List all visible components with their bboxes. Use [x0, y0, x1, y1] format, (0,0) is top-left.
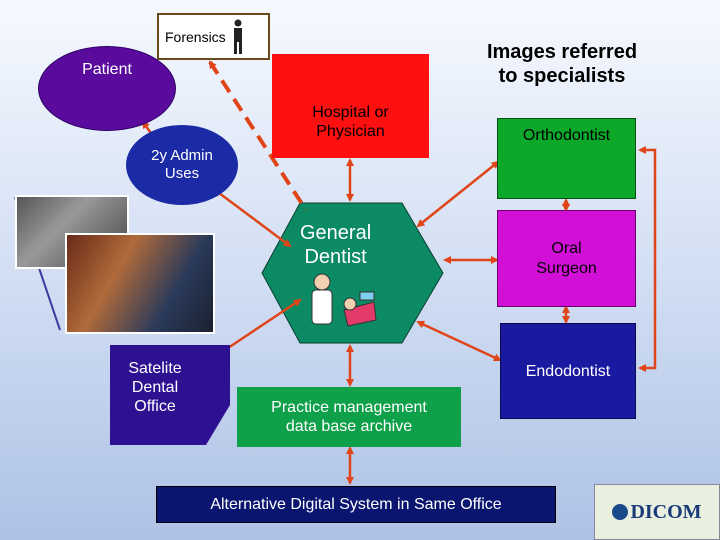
admin-dentist-arrow	[213, 188, 292, 248]
patient-ellipse: Patient	[38, 46, 176, 131]
admin-uses-label: 2y Admin Uses	[151, 147, 213, 182]
dentist-orthodontist-arrow	[416, 160, 500, 228]
dicom-logo-text: DICOM	[630, 500, 702, 523]
dicom-logo: DICOM	[594, 484, 720, 540]
admin-uses-ellipse: 2y Admin Uses	[126, 125, 238, 205]
patient-label: Patient	[82, 60, 132, 78]
alt-digital-label: Alternative Digital System in Same Offic…	[210, 495, 502, 513]
oral-surgeon-box: Oral Surgeon	[497, 210, 636, 307]
photo-collage	[15, 195, 215, 334]
hospital-box: Hospital or Physician	[272, 54, 429, 158]
images-referred-label: Images referred to specialists	[486, 41, 638, 87]
alt-digital-system-box: Alternative Digital System in Same Offic…	[156, 486, 556, 523]
oral-surgeon-label: Oral Surgeon	[536, 240, 597, 277]
orthodontist-box: Orthodontist	[497, 118, 636, 199]
skeleton-icon	[233, 19, 242, 54]
dicom-logo-globe-icon	[612, 504, 629, 520]
ortho-endo-loop-arrow	[638, 146, 657, 372]
hospital-label: Hospital or Physician	[312, 103, 389, 140]
orthodontist-label: Orthodontist	[522, 126, 611, 144]
satelite-label: Satelite Dental Office	[128, 359, 182, 416]
general-dentist-text: General Dentist	[300, 215, 412, 275]
practice-management-box: Practice management data base archive	[237, 387, 461, 447]
general-dentist-label: General Dentist	[300, 222, 372, 268]
images-referred-text: Images referred to specialists	[456, 36, 668, 92]
forensics-label: Forensics	[165, 28, 226, 45]
dentist-clipart-icon	[311, 273, 377, 327]
endodontist-label: Endodontist	[525, 363, 611, 380]
practice-management-label: Practice management data base archive	[271, 398, 427, 435]
dentist-endodontist-arrow	[416, 320, 502, 362]
office-photo	[65, 233, 215, 334]
endodontist-box: Endodontist	[500, 323, 636, 419]
satelite-office-hexagon: Satelite Dental Office	[110, 345, 230, 445]
forensics-box: Forensics	[157, 13, 270, 60]
